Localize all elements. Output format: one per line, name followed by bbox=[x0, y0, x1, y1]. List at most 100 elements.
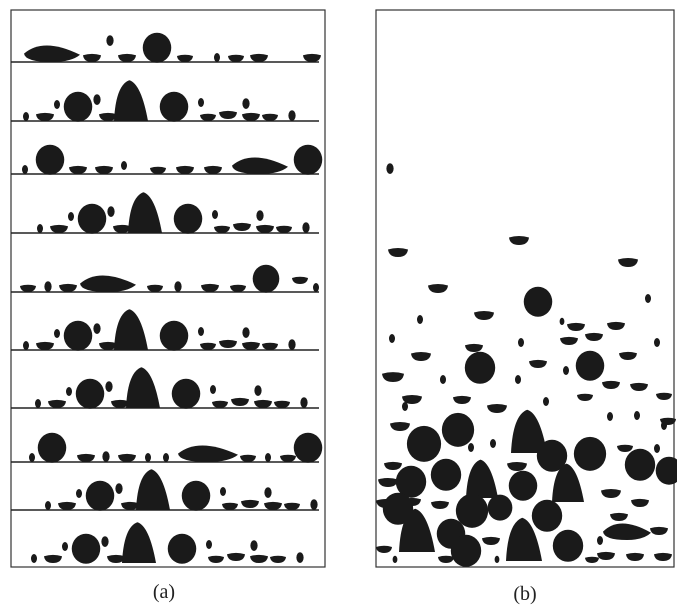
grain-seed bbox=[563, 366, 569, 375]
grain-pebble bbox=[35, 144, 65, 175]
grain-pebble bbox=[173, 203, 203, 234]
grain-cup bbox=[230, 284, 246, 292]
grain-seed bbox=[66, 387, 72, 396]
grain-cup bbox=[382, 372, 404, 382]
grain-cup bbox=[69, 165, 87, 174]
grain-seed bbox=[417, 315, 423, 324]
grain-seed bbox=[468, 443, 474, 452]
grain-seed bbox=[101, 536, 109, 547]
grain-cup bbox=[376, 545, 392, 553]
grain-seed bbox=[310, 499, 318, 510]
grain-cup bbox=[431, 500, 449, 509]
grain-seed bbox=[35, 399, 41, 408]
grain-pebble bbox=[63, 91, 93, 122]
grain-cup bbox=[411, 352, 431, 361]
grain-cup bbox=[150, 166, 166, 174]
grain-seed bbox=[440, 375, 446, 384]
grain-pebble bbox=[252, 264, 280, 293]
grain-pebble bbox=[573, 436, 607, 471]
grain-seed bbox=[214, 53, 220, 62]
grain-cup bbox=[384, 461, 402, 470]
grain-cup bbox=[36, 112, 54, 121]
grain-seed bbox=[220, 487, 226, 496]
grain-cup bbox=[390, 422, 410, 431]
grain-cup bbox=[48, 399, 66, 408]
grain-cup bbox=[200, 342, 216, 350]
grain-pebble bbox=[75, 378, 105, 409]
grain-cup bbox=[118, 53, 136, 62]
grain-seed bbox=[402, 402, 408, 411]
grain-cup bbox=[482, 536, 500, 545]
grain-cup bbox=[388, 248, 408, 257]
grain-seed bbox=[490, 439, 496, 448]
grain-seed bbox=[163, 453, 169, 462]
grain-cup bbox=[284, 502, 300, 510]
grain-cup bbox=[177, 54, 193, 62]
panel-b-mixed-grains bbox=[375, 9, 677, 568]
grain-elongated bbox=[24, 45, 80, 62]
grain-seed bbox=[212, 210, 218, 219]
grain-large bbox=[122, 522, 156, 563]
grain-cup bbox=[20, 284, 36, 292]
grain-large bbox=[506, 517, 542, 561]
grain-cup bbox=[654, 552, 672, 561]
grain-cup bbox=[529, 359, 547, 368]
grain-seed bbox=[313, 283, 319, 292]
grain-seed bbox=[76, 489, 82, 498]
grain-cup bbox=[660, 417, 676, 425]
grain-cup bbox=[113, 224, 131, 233]
grain-cup bbox=[428, 284, 448, 293]
grain-cup bbox=[228, 54, 244, 62]
grain-pebble bbox=[37, 432, 67, 463]
grain-pebble bbox=[293, 432, 323, 463]
grain-seed bbox=[645, 294, 651, 303]
grain-pebble bbox=[382, 492, 414, 525]
grain-seed bbox=[54, 329, 60, 338]
grain-cup bbox=[147, 284, 163, 292]
grain-cup bbox=[59, 283, 77, 292]
grain-seed bbox=[23, 341, 29, 350]
grain-cup bbox=[280, 454, 296, 462]
grain-seed bbox=[300, 397, 308, 408]
grain-cup bbox=[219, 339, 237, 348]
grain-cup bbox=[233, 222, 251, 231]
grain-cup bbox=[204, 165, 222, 174]
grain-large bbox=[466, 459, 498, 498]
grain-seed bbox=[288, 110, 296, 121]
grain-cup bbox=[231, 397, 249, 406]
grain-cup bbox=[610, 512, 628, 521]
grain-seed bbox=[206, 540, 212, 549]
grain-cup bbox=[630, 382, 648, 391]
grain-cup bbox=[118, 453, 136, 462]
grain-cup bbox=[77, 453, 95, 462]
grain-cup bbox=[509, 236, 529, 245]
grain-cup bbox=[241, 499, 259, 508]
grain-seed bbox=[31, 554, 37, 563]
grain-cup bbox=[262, 342, 278, 350]
grain-large bbox=[552, 463, 584, 502]
grain-cup bbox=[577, 393, 593, 401]
grain-cup bbox=[474, 311, 494, 320]
grain-pebble bbox=[71, 533, 101, 564]
panel-b-caption: (b) bbox=[513, 583, 536, 605]
grain-elongated bbox=[232, 157, 288, 174]
grain-seed bbox=[256, 210, 264, 222]
grain-seed bbox=[494, 555, 500, 564]
grain-seed bbox=[102, 451, 110, 462]
grain-cup bbox=[303, 53, 321, 62]
grain-pebble bbox=[536, 439, 568, 472]
grain-cup bbox=[111, 399, 129, 408]
grain-pebble bbox=[142, 32, 172, 63]
grain-cup bbox=[438, 555, 454, 563]
grain-large bbox=[128, 192, 162, 233]
grain-cup bbox=[36, 341, 54, 350]
grain-cup bbox=[270, 555, 286, 563]
grain-cup bbox=[83, 53, 101, 62]
grain-pebble bbox=[450, 534, 482, 567]
grain-cup bbox=[99, 112, 117, 121]
grain-cup bbox=[626, 552, 644, 561]
grain-cup bbox=[507, 462, 527, 471]
grain-seed bbox=[198, 327, 204, 336]
grain-seed bbox=[107, 206, 115, 218]
